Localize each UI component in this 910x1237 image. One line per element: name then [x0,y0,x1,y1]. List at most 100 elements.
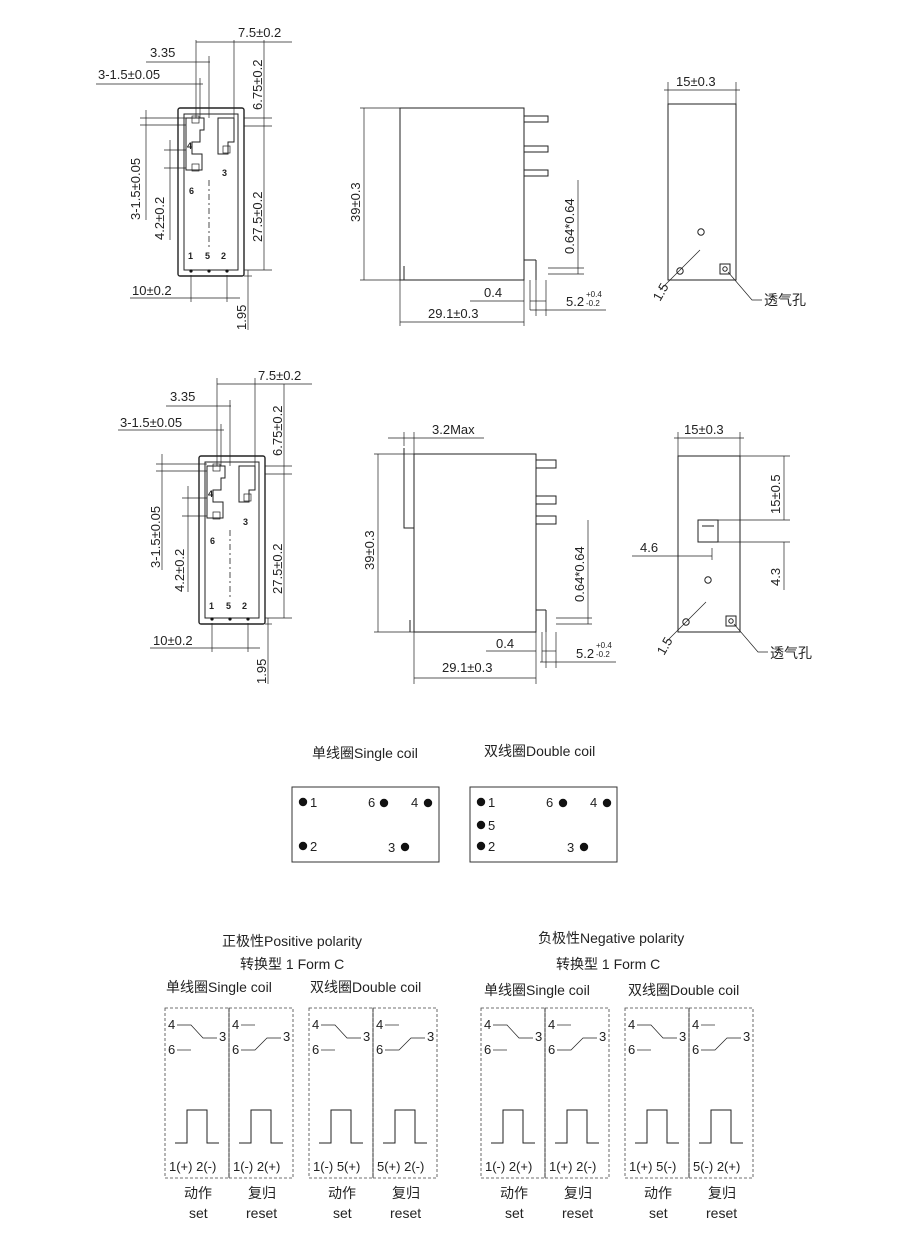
action-label-en: set [333,1205,352,1221]
pin-label: 3 [222,168,227,178]
end-view-2: 15±0.3 15±0.5 4.3 4.6 1.5 透气孔 [632,422,812,661]
dim-label: 39±0.3 [348,182,363,222]
contact-label: 4 [312,1017,319,1032]
action-label-cn: 动作 [500,1185,528,1201]
coil-pins: 1(+) 2(-) [549,1159,596,1174]
dim-label: 4.3 [768,568,783,586]
dim-label: 0.64*0.64 [572,546,587,602]
dim-label: 7.5±0.2 [258,368,301,383]
contact-label: 6 [692,1042,699,1057]
pin-label: 1 [188,251,193,261]
dim-label: 27.5±0.2 [270,543,285,594]
contact-label: 3 [363,1029,370,1044]
pin-number: 1 [310,795,317,810]
dim-label: 0.4 [496,636,514,651]
contact-label: 3 [743,1029,750,1044]
pin-number: 1 [488,795,495,810]
pin-label: 1 [209,601,214,611]
action-label-en: set [649,1205,668,1221]
contact-label: 6 [628,1042,635,1057]
contact-label: 3 [535,1029,542,1044]
contact-label: 3 [599,1029,606,1044]
dim-label: 0.64*0.64 [562,198,577,254]
pin-label: 6 [189,186,194,196]
contact-label: 4 [692,1017,699,1032]
action-label-cn: 复归 [708,1185,736,1201]
action-label-en: set [189,1205,208,1221]
action-label-en: set [505,1205,524,1221]
dim-label: 7.5±0.2 [238,25,281,40]
dim-label: 3.35 [170,389,195,404]
pin-number: 4 [411,795,418,810]
dim-label: 6.75±0.2 [270,405,285,456]
dim-tolerance: -0.2 [586,299,600,308]
contact-label: 3 [427,1029,434,1044]
polarity-panel: 4 6 3 1(-) 2(+) 动作 set [480,1007,546,1221]
pin-label: 2 [221,251,226,261]
action-label-cn: 复归 [248,1185,276,1201]
side-view-2: 3.2Max 39±0.3 0.64*0.64 29.1±0.3 0.4 5.2… [362,422,616,684]
subsection-title: 单线圈Single coil [166,979,272,995]
dim-label: 15±0.3 [676,74,716,89]
pin-label: 5 [226,601,231,611]
dim-label: 3-1.5±0.05 [128,158,143,220]
contact-label: 4 [168,1017,175,1032]
dim-tolerance: +0.4 [596,641,612,650]
pin-label: 4 [187,141,192,151]
action-label-cn: 动作 [328,1185,356,1201]
pin-label: 4 [208,489,213,499]
contact-label: 4 [484,1017,491,1032]
dim-label: 1.5 [650,280,672,303]
dim-label: 0.4 [484,285,502,300]
top-view-1: 4 3 6 1 5 2 7.5±0.2 3.35 3-1.5±0.05 6.75… [96,25,292,330]
dim-label: 29.1±0.3 [428,306,479,321]
coil-pins: 1(+) 2(-) [169,1159,216,1174]
pin-number: 3 [567,840,574,855]
dim-label: 15±0.3 [684,422,724,437]
dim-tolerance: -0.2 [596,650,610,659]
vent-hole-label: 透气孔 [770,645,812,661]
contact-label: 6 [376,1042,383,1057]
pin-label: 6 [210,536,215,546]
pin-number: 6 [546,795,553,810]
positive-polarity-section: 正极性Positive polarity 转换型 1 Form C 单线圈Sin… [164,933,438,1221]
pin-number: 2 [488,839,495,854]
pin-number: 3 [388,840,395,855]
pin-number: 4 [590,795,597,810]
dim-label: 5.2 [576,646,594,661]
dim-label: 3.2Max [432,422,475,437]
pin-label: 5 [205,251,210,261]
contact-label: 6 [484,1042,491,1057]
dim-label: 3.35 [150,45,175,60]
dim-tolerance: +0.4 [586,290,602,299]
pinout-title: 双线圈Double coil [484,743,595,759]
pin-number: 5 [488,818,495,833]
action-label-cn: 复归 [392,1185,420,1201]
dim-label: 1.95 [234,305,249,330]
dim-label: 15±0.5 [768,474,783,514]
contact-label: 4 [628,1017,635,1032]
pin-label: 2 [242,601,247,611]
action-label-en: reset [562,1205,593,1221]
dim-label: 39±0.3 [362,530,377,570]
coil-pins: 1(+) 5(-) [629,1159,676,1174]
action-label-cn: 动作 [184,1185,212,1201]
dim-label: 10±0.2 [132,283,172,298]
form-label: 转换型 1 Form C [556,956,660,972]
pin-number: 6 [368,795,375,810]
side-view-1: 39±0.3 0.64*0.64 29.1±0.3 0.4 5.2 +0.4 -… [348,107,606,326]
action-label-en: reset [390,1205,421,1221]
contact-label: 6 [232,1042,239,1057]
contact-label: 6 [312,1042,319,1057]
contact-label: 4 [376,1017,383,1032]
dim-label: 10±0.2 [153,633,193,648]
coil-pins: 1(-) 2(+) [233,1159,280,1174]
coil-pins: 1(-) 2(+) [485,1159,532,1174]
section-title: 负极性Negative polarity [538,930,684,946]
